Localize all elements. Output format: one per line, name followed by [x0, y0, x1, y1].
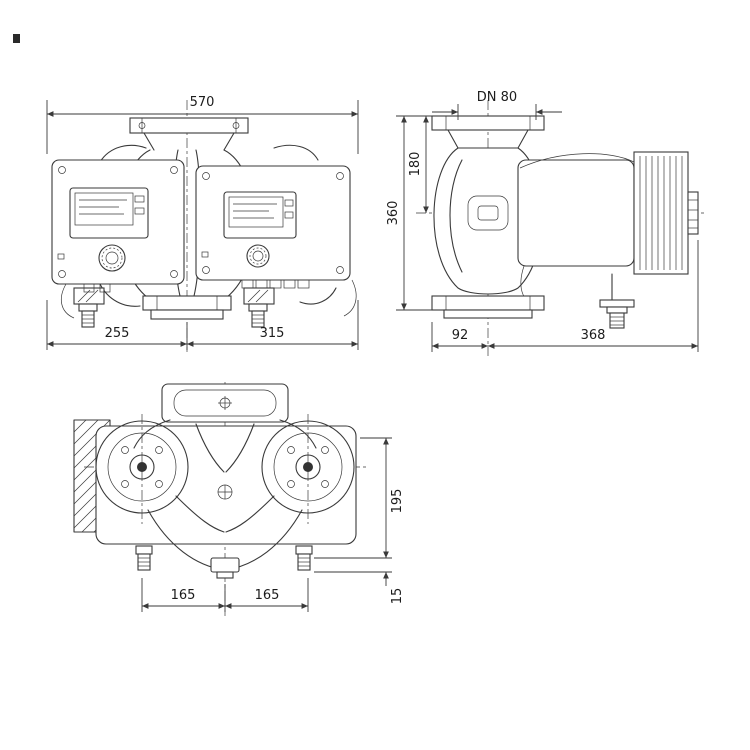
dim-side-height-total: 360	[386, 115, 432, 311]
dim-front-width-split: 255 315	[46, 300, 359, 350]
bolt-icon	[321, 480, 329, 488]
front-bottom-flange	[142, 295, 232, 320]
bolt-icon	[155, 480, 163, 488]
dim-label-195: 195	[390, 489, 405, 514]
screw-icon	[202, 172, 210, 180]
dim-side-flange-dn: DN 80	[432, 90, 562, 120]
top-view-plugs	[135, 545, 313, 579]
side-motor	[517, 151, 699, 329]
dim-label-180: 180	[408, 152, 423, 177]
front-right-foot	[243, 287, 275, 328]
front-cables	[60, 279, 357, 319]
top-view: 195 15 165 165	[73, 382, 405, 616]
bolt-icon	[287, 446, 295, 454]
screw-icon	[336, 266, 344, 274]
display-button	[284, 199, 294, 207]
display-button	[284, 211, 294, 219]
top-flange-plan	[161, 383, 289, 423]
right-module-connectors	[241, 279, 310, 289]
motor-support-foot	[599, 273, 635, 329]
bolt-icon	[155, 446, 163, 454]
dim-label-dn80: DN 80	[477, 90, 517, 105]
dim-top-base-height: 15	[314, 571, 405, 605]
display-button	[134, 195, 145, 203]
right-control-knob	[246, 244, 270, 268]
screw-icon	[170, 166, 178, 174]
dim-label-360: 360	[386, 201, 401, 226]
dim-label-165-right: 165	[255, 588, 280, 603]
side-bottom-flange	[431, 295, 545, 319]
left-module-display	[69, 187, 149, 239]
dim-side-lengths: 92 368	[431, 240, 699, 352]
bolt-icon	[321, 446, 329, 454]
screw-icon	[58, 166, 66, 174]
dim-label-570: 570	[190, 95, 215, 110]
dim-label-165-left: 165	[171, 588, 196, 603]
bolt-icon	[121, 480, 129, 488]
led-indicator	[201, 251, 209, 258]
left-control-knob	[98, 244, 126, 272]
screw-icon	[336, 172, 344, 180]
corner-artifact	[13, 34, 20, 43]
dim-label-315: 315	[260, 326, 285, 341]
dim-front-width-total: 570	[46, 95, 359, 154]
dim-top-spans: 165 165	[141, 578, 309, 612]
right-module-display	[223, 191, 297, 239]
left-volute-plan	[95, 414, 189, 524]
left-control-module	[51, 159, 185, 293]
motor-cooling-fins	[633, 151, 689, 275]
bolt-icon	[287, 480, 295, 488]
dim-top-depth: 195	[314, 437, 405, 559]
dim-label-368: 368	[581, 328, 606, 343]
dim-label-92: 92	[452, 328, 469, 343]
front-left-foot	[73, 287, 105, 328]
screw-icon	[58, 270, 66, 278]
side-top-flange	[431, 115, 545, 149]
screw-icon	[170, 270, 178, 278]
top-housing-outline	[133, 419, 317, 571]
screw-icon	[202, 266, 210, 274]
dim-side-height-inner: 180	[408, 115, 429, 213]
front-top-flange	[129, 117, 249, 151]
display-button	[134, 207, 145, 215]
dim-label-15: 15	[390, 588, 405, 605]
right-volute-plan	[261, 414, 355, 524]
dim-label-255: 255	[105, 326, 130, 341]
front-view: 570 255 315	[46, 95, 359, 352]
cable-gland	[99, 283, 111, 293]
led-indicator	[57, 253, 65, 260]
cable-gland	[83, 283, 95, 293]
bolt-icon	[121, 446, 129, 454]
motor-terminal	[687, 191, 699, 235]
side-view: DN 80 180 360 92 368	[386, 90, 704, 356]
right-control-module	[195, 165, 351, 289]
